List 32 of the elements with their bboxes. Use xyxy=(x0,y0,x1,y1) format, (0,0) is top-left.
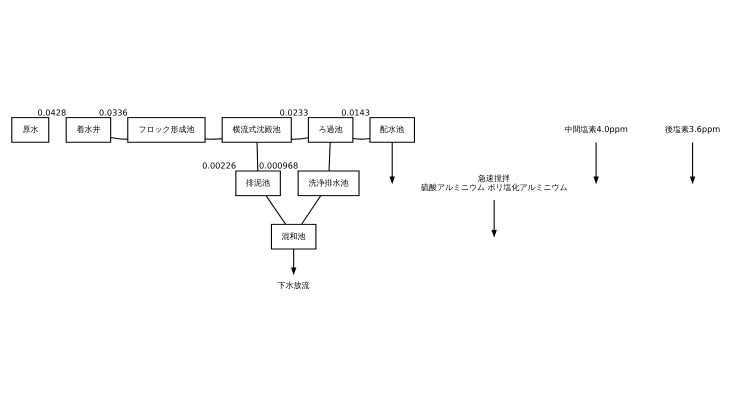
node-text: 急速撹拌 硫酸アルミニウム ポリ塩化アルミニウム xyxy=(420,172,568,192)
arrow xyxy=(593,142,599,184)
node-box: 原水 xyxy=(11,116,50,142)
arrow xyxy=(291,248,296,275)
node-box: 洗浄排水池 xyxy=(298,170,360,196)
arrow xyxy=(491,199,497,238)
connector xyxy=(301,195,322,224)
node-label: 0.0336 xyxy=(99,106,128,117)
connector xyxy=(328,142,331,170)
connector xyxy=(352,137,370,140)
node-box: 配水池 xyxy=(369,116,415,142)
node-box: フロック形成池 xyxy=(127,116,206,142)
connector xyxy=(291,136,308,140)
arrow xyxy=(690,142,696,184)
connector xyxy=(256,142,258,170)
node-label: 0.000968 xyxy=(259,160,298,170)
node-box: 混和池 xyxy=(270,223,316,250)
node-label: 0.0428 xyxy=(37,106,66,117)
node-box: 着水井 xyxy=(66,116,112,142)
node-box: 横流式沈殿池 xyxy=(222,116,292,142)
connector xyxy=(110,136,128,140)
connector xyxy=(205,138,222,140)
connector xyxy=(266,195,286,224)
node-box: ろ過池 xyxy=(308,116,354,142)
node-text: 後塩素3.6ppm xyxy=(664,124,720,134)
arrow xyxy=(390,142,395,184)
node-label: 0.00226 xyxy=(202,160,236,170)
node-text: 下水放流 xyxy=(278,280,310,290)
node-label: 0.0233 xyxy=(280,106,308,117)
node-text: 中間塩素4.0ppm xyxy=(564,124,628,134)
node-label: 0.0143 xyxy=(341,106,370,117)
node-box: 排泥池 xyxy=(235,170,281,196)
